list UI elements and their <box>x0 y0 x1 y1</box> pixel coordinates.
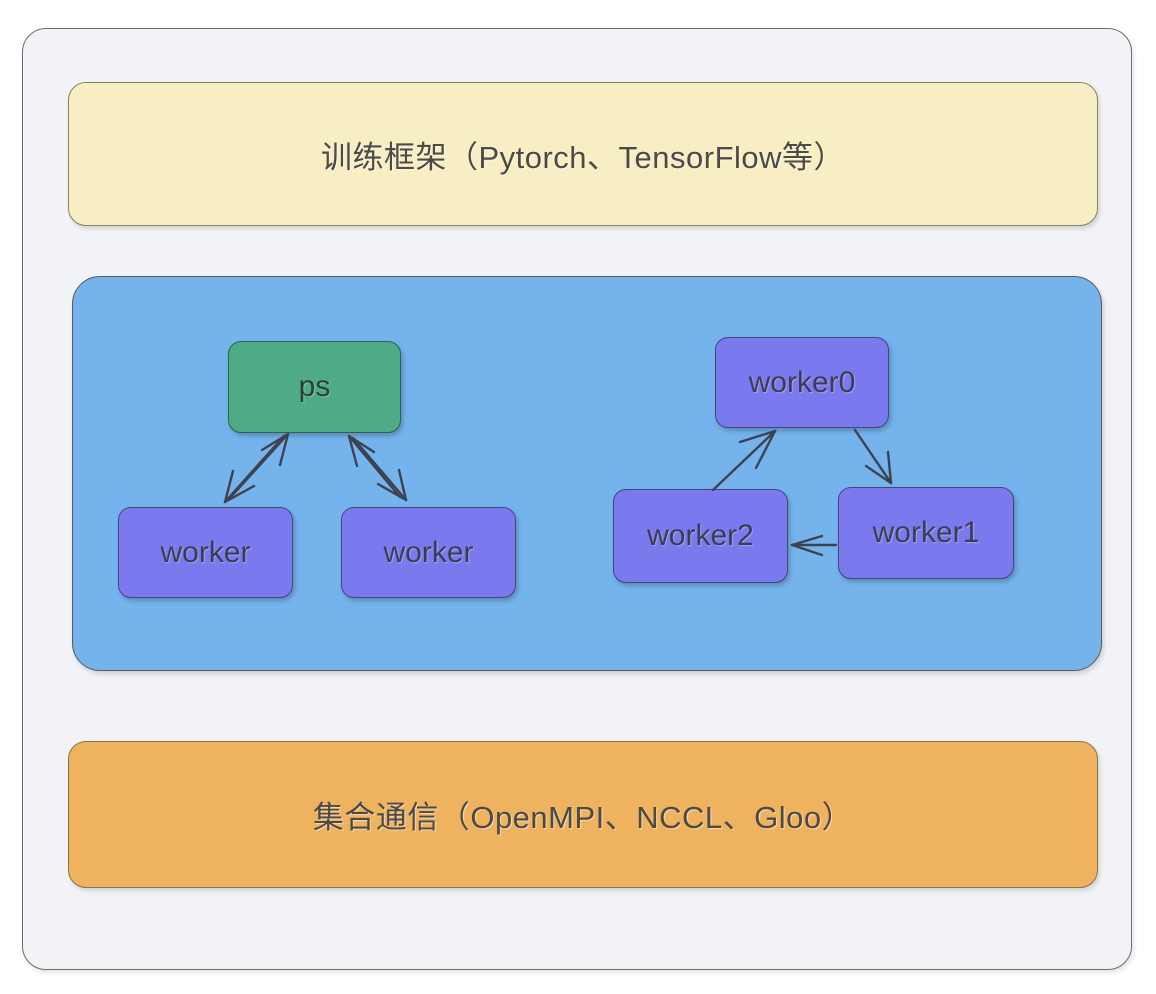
node-worker2-label: worker2 <box>647 519 754 552</box>
framework-banner-label: 训练框架（Pytorch、TensorFlow等） <box>320 139 846 175</box>
communication-banner-label: 集合通信（OpenMPI、NCCL、Gloo） <box>312 800 854 835</box>
node-worker2[interactable]: worker2 <box>613 489 788 583</box>
architecture-panel <box>72 276 1102 671</box>
node-worker0[interactable]: worker0 <box>715 337 889 428</box>
node-worker-b[interactable]: worker <box>341 507 516 598</box>
node-ps-label: ps <box>298 370 331 403</box>
framework-banner: 训练框架（Pytorch、TensorFlow等） <box>68 82 1098 226</box>
node-worker-a[interactable]: worker <box>118 507 293 598</box>
node-worker0-label: worker0 <box>748 365 856 399</box>
node-worker-b-label: worker <box>383 535 474 569</box>
communication-banner: 集合通信（OpenMPI、NCCL、Gloo） <box>68 741 1098 888</box>
node-worker1-label: worker1 <box>872 516 980 549</box>
node-worker-a-label: worker <box>160 535 251 569</box>
node-ps[interactable]: ps <box>228 341 401 433</box>
node-worker1[interactable]: worker1 <box>838 487 1014 579</box>
